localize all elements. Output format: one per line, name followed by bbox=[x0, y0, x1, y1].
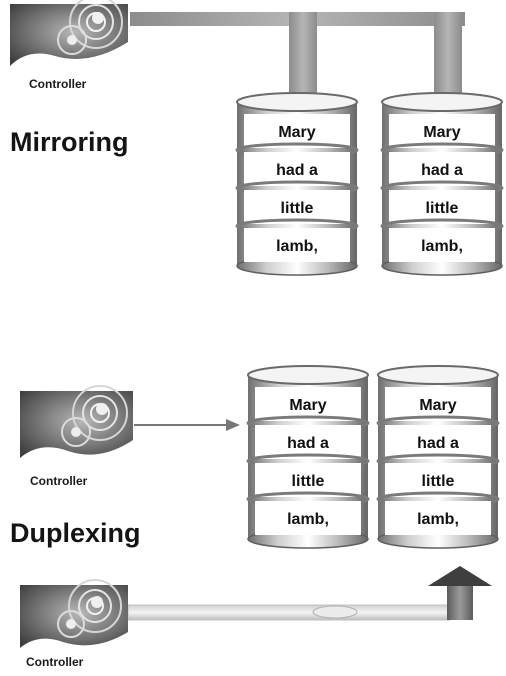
disk-word: little bbox=[281, 200, 314, 217]
mirroring-heading: Mirroring bbox=[10, 127, 129, 157]
disk-word: had a bbox=[417, 435, 459, 452]
disk-cell bbox=[244, 152, 350, 186]
duplexing-pipe-bottom bbox=[127, 566, 492, 621]
disk-word: Mary bbox=[289, 397, 326, 414]
disk-cell bbox=[389, 190, 495, 224]
disk-word: had a bbox=[276, 162, 318, 179]
disk-cell bbox=[255, 387, 361, 421]
disk-word: lamb, bbox=[417, 511, 459, 528]
disk-word: lamb, bbox=[276, 238, 318, 255]
disk-cell bbox=[385, 387, 491, 421]
disk-top bbox=[381, 92, 503, 112]
disk-word: little bbox=[426, 200, 459, 217]
disk-cell bbox=[255, 463, 361, 497]
controller-label: Controller bbox=[29, 77, 87, 91]
disk-cell bbox=[389, 228, 495, 262]
disk-top bbox=[377, 365, 499, 385]
disk-stack: Mary had a little lamb, bbox=[376, 365, 500, 549]
disk-word: little bbox=[292, 473, 325, 490]
disk-stack: Mary had a little lamb, bbox=[380, 92, 504, 276]
mirroring-cable bbox=[130, 12, 465, 108]
disk-word: had a bbox=[287, 435, 329, 452]
duplexing-arrow-top bbox=[134, 419, 240, 431]
disk-cell bbox=[385, 501, 491, 535]
disk-top bbox=[236, 92, 358, 112]
disk-cell bbox=[385, 463, 491, 497]
controller-icon bbox=[10, 0, 128, 66]
disk-cell bbox=[389, 114, 495, 148]
disk-word: had a bbox=[421, 162, 463, 179]
disk-word: Mary bbox=[278, 124, 315, 141]
controller-label: Controller bbox=[26, 655, 84, 669]
disk-cell bbox=[385, 425, 491, 459]
disk-stacks: Mary had a little lamb, Mary had a little lamb,… bbox=[235, 92, 504, 549]
disk-cell bbox=[255, 501, 361, 535]
disk-stack: Mary had a little lamb, bbox=[246, 365, 370, 549]
controller-label: Controller bbox=[30, 474, 88, 488]
disk-cell bbox=[244, 114, 350, 148]
disk-word: lamb, bbox=[421, 238, 463, 255]
disk-cell bbox=[389, 152, 495, 186]
duplexing-heading: Duplexing bbox=[10, 518, 141, 548]
disk-top bbox=[247, 365, 369, 385]
disk-cell bbox=[244, 190, 350, 224]
disk-word: little bbox=[422, 473, 455, 490]
disk-cell bbox=[244, 228, 350, 262]
disk-cell bbox=[255, 425, 361, 459]
disk-word: Mary bbox=[419, 397, 456, 414]
disk-stack: Mary had a little lamb, bbox=[235, 92, 359, 276]
controller-icon bbox=[20, 385, 133, 458]
disk-word: Mary bbox=[423, 124, 460, 141]
controller-icon bbox=[20, 579, 128, 648]
disk-word: lamb, bbox=[287, 511, 329, 528]
